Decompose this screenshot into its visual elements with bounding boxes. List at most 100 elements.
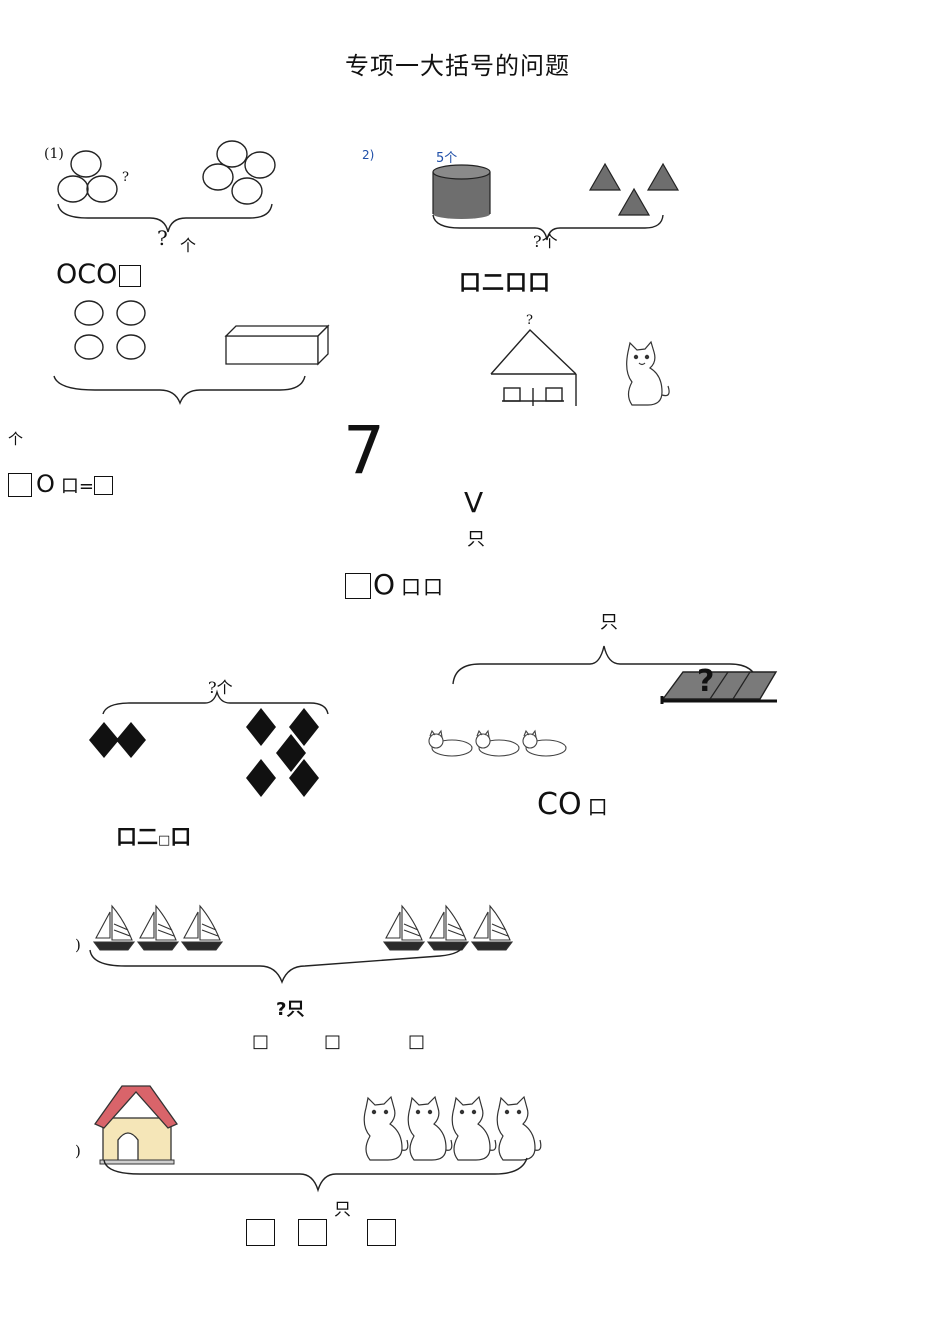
- sailboat-icon: [382, 904, 426, 951]
- diamond-icon: [289, 708, 319, 746]
- question-mark: ?: [697, 664, 715, 699]
- circle-icon: [202, 163, 234, 191]
- house-outline-icon: [490, 328, 577, 406]
- diamond-icon: [276, 734, 306, 772]
- equation-text: 口二: [116, 825, 158, 849]
- cat-icon: [451, 1095, 497, 1161]
- answer-box[interactable]: [246, 1219, 275, 1246]
- answer-box-c[interactable]: □: [408, 1031, 426, 1052]
- mat-icon: [660, 671, 778, 704]
- unit-label: 只: [334, 1200, 351, 1220]
- sleeping-cat-icon: [475, 729, 520, 757]
- cat-icon: [626, 340, 670, 406]
- circle-icon: [216, 140, 248, 168]
- diamond-icon: [116, 722, 146, 758]
- cat-icon: [363, 1095, 409, 1161]
- circle-icon: [57, 175, 89, 203]
- sailboat-icon: [470, 904, 514, 951]
- problem-7-label: ): [75, 936, 81, 954]
- equation-operator: O: [36, 470, 55, 498]
- question-label: ?个: [208, 678, 233, 697]
- equation-operator: O: [373, 568, 396, 601]
- circle-icon: [231, 177, 263, 205]
- answer-box-b[interactable]: □: [324, 1031, 342, 1052]
- question-label: ?个: [533, 232, 558, 251]
- unit-label: 个: [180, 236, 197, 255]
- equation-1: OCO: [56, 259, 142, 290]
- count-label: 5个: [436, 151, 458, 166]
- sleeping-cat-icon: [428, 729, 473, 757]
- unit-label: 个: [8, 430, 24, 448]
- brace-icon: [452, 645, 759, 685]
- circle-icon: [74, 300, 104, 326]
- unit-label: 只: [467, 529, 485, 550]
- circle-icon: [244, 151, 276, 179]
- brace-icon: [103, 1157, 528, 1193]
- answer-box[interactable]: [93, 475, 113, 495]
- brace-icon: [432, 214, 664, 241]
- diamond-icon: [246, 759, 276, 797]
- circle-icon: [70, 150, 102, 178]
- triangle-icon: [646, 162, 680, 191]
- brace-icon: [89, 943, 465, 984]
- unit-label: 只: [600, 612, 618, 633]
- sailboat-icon: [180, 904, 224, 951]
- circle-icon: [116, 334, 146, 360]
- brace-icon: [102, 689, 329, 715]
- problem-1-label: (1): [44, 146, 64, 162]
- sailboat-icon: [92, 904, 136, 951]
- answer-box[interactable]: [298, 1219, 327, 1246]
- problem-2-label: 2): [362, 148, 375, 162]
- v-mark: V: [464, 486, 484, 519]
- question-mark: ?: [122, 170, 129, 185]
- brace-icon: [57, 203, 273, 233]
- circle-icon: [86, 175, 118, 203]
- equation-text: OCO: [56, 259, 118, 290]
- equation-box: □: [158, 833, 171, 848]
- triangle-icon: [617, 187, 651, 216]
- answer-box[interactable]: [119, 264, 142, 287]
- problem-8-label: ): [75, 1142, 81, 1160]
- triangle-icon: [588, 162, 622, 191]
- equation-text: CO: [537, 787, 582, 822]
- cat-icon: [407, 1095, 453, 1161]
- box-icon: [224, 324, 330, 366]
- diamond-icon: [89, 722, 119, 758]
- equation-5: 口二□口: [116, 821, 191, 851]
- house-icon: [94, 1085, 178, 1165]
- sailboat-icon: [426, 904, 470, 951]
- page-title: 专项一大括号的问题: [345, 52, 570, 80]
- diamond-icon: [246, 708, 276, 746]
- answer-box[interactable]: [367, 1219, 396, 1246]
- question-label: ?只: [276, 999, 305, 1020]
- equation-text: 口: [170, 825, 192, 849]
- sailboat-icon: [136, 904, 180, 951]
- diamond-icon: [289, 759, 319, 797]
- equation-2: 口二口口: [459, 271, 552, 296]
- circle-icon: [116, 300, 146, 326]
- circle-icon: [74, 334, 104, 360]
- sleeping-cat-icon: [522, 729, 567, 757]
- equation-boxes: 口口: [401, 575, 446, 599]
- answer-box[interactable]: [8, 473, 32, 497]
- cylinder-icon: [432, 164, 491, 219]
- equation-box: 口: [587, 795, 608, 819]
- answer-box-a[interactable]: □: [252, 1031, 270, 1052]
- question-mark: ?: [157, 226, 168, 250]
- answer-box[interactable]: [345, 573, 371, 599]
- cat-icon: [496, 1095, 542, 1161]
- equation-box: 口: [60, 476, 79, 497]
- big-number: 7: [343, 412, 385, 489]
